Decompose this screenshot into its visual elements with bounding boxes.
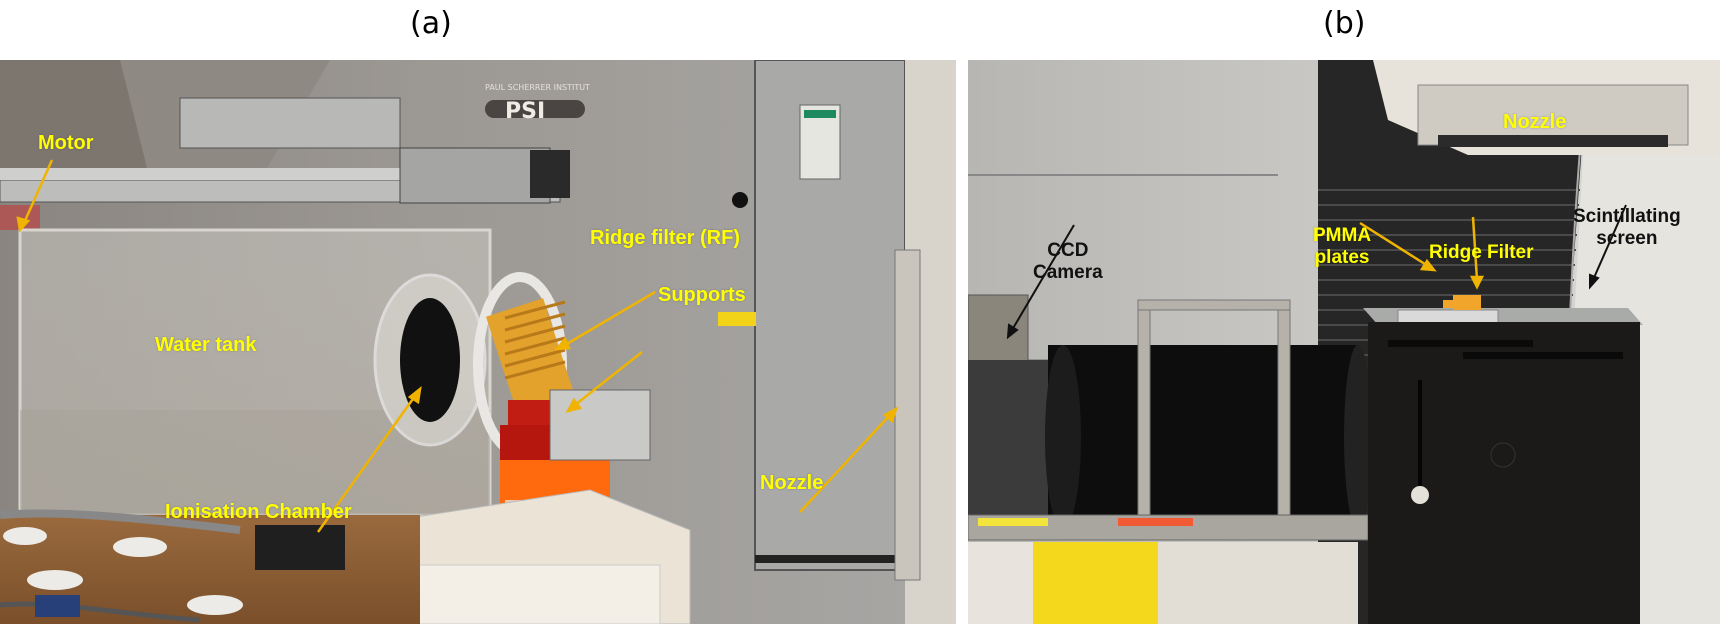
label-ccd-camera-line1: CCD [1047, 240, 1089, 261]
photo-panel-a: PAUL SCHERRER INSTITUT PSI [0, 60, 956, 624]
annotation-arrows-b-yellow [1359, 216, 1485, 290]
label-water-tank: Water tank [155, 334, 257, 356]
label-ridge-filter-b: Ridge Filter [1429, 242, 1534, 263]
label-motor: Motor [38, 132, 94, 154]
label-pmma-plates-line1: PMMA [1313, 225, 1372, 246]
camera-tube [1048, 345, 1358, 530]
panel-a-caption: (a) [410, 6, 452, 41]
label-ccd-camera-line2: Camera [1033, 261, 1103, 283]
photo-panel-b: Nozzle CCD Camera PMMA plates Ridge Filt… [968, 60, 1720, 624]
label-ridge-filter-rf: Ridge filter (RF) [590, 227, 740, 249]
psi-logo-subtitle: PAUL SCHERRER INSTITUT [485, 83, 590, 92]
ridge-filter-object-b [1453, 295, 1481, 310]
label-pmma-plates: PMMA plates [1313, 225, 1371, 269]
label-scintillating-screen-line2: screen [1596, 227, 1658, 249]
label-supports: Supports [658, 284, 746, 306]
label-nozzle-b: Nozzle [1503, 111, 1567, 133]
ridge-filter-object [486, 298, 574, 412]
label-nozzle-a: Nozzle [760, 472, 824, 494]
ionisation-chamber-object [255, 525, 345, 570]
label-pmma-plates-line2: plates [1314, 246, 1370, 268]
ccd-camera-object [968, 294, 1029, 371]
scintillator-box [1363, 308, 1643, 624]
annotation-arrows-b-black [1006, 204, 1627, 340]
label-ccd-camera: CCD Camera [1033, 240, 1103, 284]
label-scintillating-screen-line1: Scintillating [1573, 206, 1681, 227]
nozzle-object [1373, 60, 1720, 155]
label-scintillating-screen: Scintillating screen [1573, 206, 1681, 250]
panel-b-caption: (b) [1323, 6, 1366, 41]
scene-a-illustration: PAUL SCHERRER INSTITUT PSI [0, 60, 956, 624]
warning-plate [1033, 542, 1158, 624]
label-ionisation-chamber: Ionisation Chamber [165, 501, 352, 523]
annotation-arrows-a [16, 159, 899, 533]
scene-b-illustration [968, 60, 1720, 624]
psi-logo: PSI [505, 99, 545, 124]
